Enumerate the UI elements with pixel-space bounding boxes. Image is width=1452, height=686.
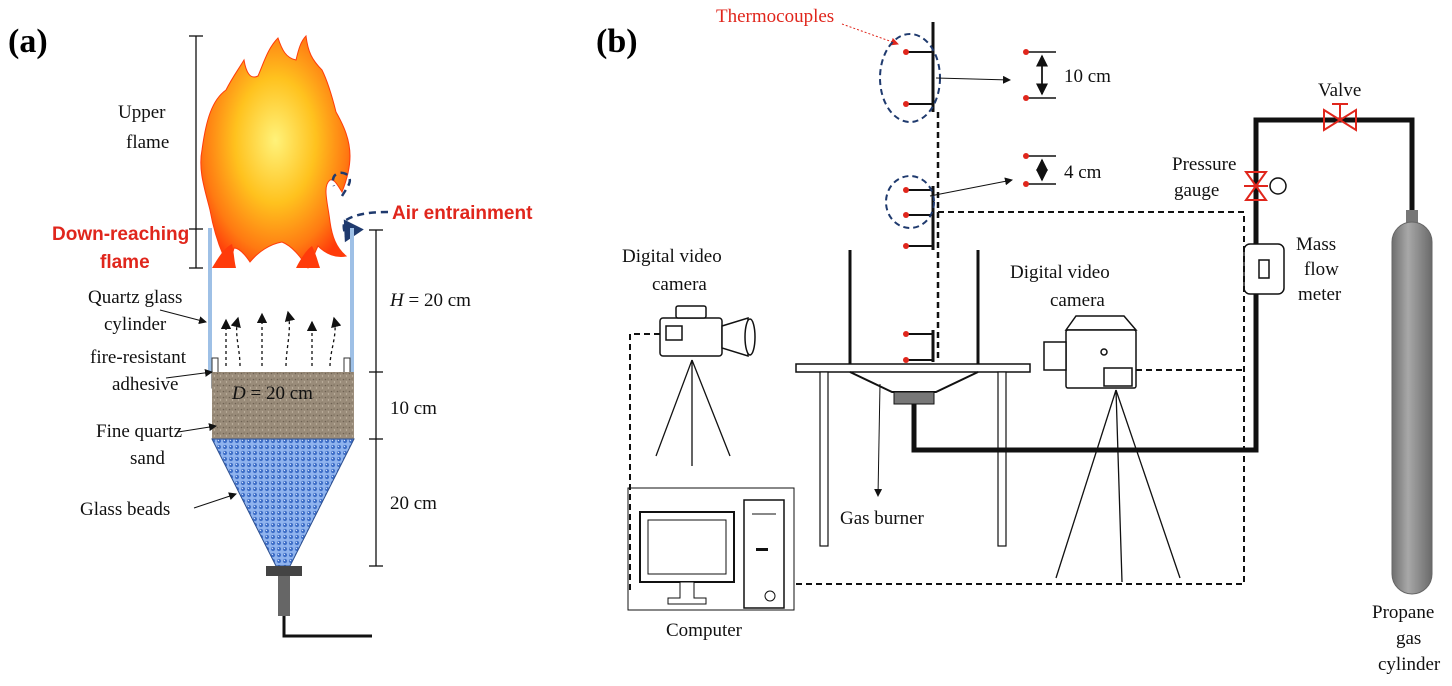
glass-beads-cone	[211, 438, 355, 567]
valve-icon	[1323, 103, 1357, 132]
thermocouples-pointer	[841, 23, 899, 46]
gas-burner-pointer	[874, 383, 883, 497]
fine-sand-label-2: sand	[130, 448, 165, 469]
cone-pipe	[278, 576, 290, 616]
right-camera-tripod	[1055, 389, 1181, 583]
mass-flow-label-1: Mass	[1296, 234, 1336, 255]
glass-beads-pointer	[193, 492, 237, 509]
computer-label: Computer	[666, 620, 743, 641]
callout-pointer-large	[935, 75, 1011, 84]
adhesive-pointer	[165, 368, 213, 379]
table-leg-left	[819, 371, 829, 547]
flame-tongue-right	[296, 246, 320, 268]
table-leg-right	[997, 371, 1007, 547]
air-entrainment-arrow-upper	[331, 171, 352, 197]
thermocouple-callout-large	[879, 33, 941, 123]
down-reaching-label-1: Down-reaching	[52, 224, 189, 245]
flame-shape	[200, 34, 351, 269]
camera-left-label-1: Digital video	[622, 246, 722, 267]
glass-beads-label: Glass beads	[80, 499, 170, 520]
fine-sand-pointer	[177, 423, 217, 433]
inset-tip-4	[1023, 181, 1029, 187]
thermocouple-probes	[906, 51, 933, 361]
glass-wall-left	[208, 228, 212, 372]
flame-tongue-left	[212, 244, 236, 268]
adhesive-label-1: fire-resistant	[90, 347, 187, 368]
propane-label-3: cylinder	[1378, 654, 1441, 675]
panel-b-tag: (b)	[596, 23, 638, 60]
mass-flow-meter-window	[1258, 259, 1270, 279]
upper-flame-label-2: flame	[126, 132, 169, 153]
height-dim-label: H = 20 cm	[389, 290, 471, 311]
mass-flow-label-3: meter	[1298, 284, 1342, 305]
inset-tip-2	[1023, 95, 1029, 101]
thermocouple-callout-small	[885, 175, 935, 229]
propane-label-2: gas	[1396, 628, 1421, 649]
gas-burner-label: Gas burner	[840, 508, 925, 529]
quartz-glass-label-2: cylinder	[104, 314, 167, 335]
spacing-inset-large	[1026, 51, 1056, 99]
computer-stand	[667, 581, 707, 605]
panel-a-tag: (a)	[8, 23, 48, 60]
pressure-gauge-valve-icon	[1244, 171, 1268, 201]
pressure-gauge-label-1: Pressure	[1172, 154, 1236, 175]
pressure-gauge-label-2: gauge	[1174, 180, 1219, 201]
mass-flow-label-2: flow	[1304, 259, 1339, 280]
sand-diameter-label: D = 20 cm	[231, 383, 313, 404]
spacing-small-label: 4 cm	[1064, 162, 1102, 183]
flow-arrows	[220, 310, 342, 367]
quartz-glass-pointer	[159, 309, 207, 325]
burner-nozzle	[893, 391, 935, 405]
tower-power	[764, 590, 776, 602]
tower-button	[756, 548, 768, 551]
left-camera-icon	[659, 305, 756, 358]
thermocouple-tips	[903, 49, 909, 363]
camera-right-label-1: Digital video	[1010, 262, 1110, 283]
cone-dim-label: 20 cm	[390, 493, 437, 514]
right-camera-icon	[1043, 315, 1138, 389]
valve-label: Valve	[1318, 80, 1361, 101]
propane-label-1: Propane	[1372, 602, 1434, 623]
camera-left-label-2: camera	[652, 274, 707, 295]
spacing-inset-small	[1026, 155, 1056, 185]
callout-pointer-small	[929, 177, 1013, 197]
computer-tower	[743, 499, 785, 609]
feed-line	[282, 616, 372, 638]
cone-outlet	[266, 566, 302, 576]
quartz-glass-label-1: Quartz glass	[88, 287, 182, 308]
sand-dim-label: 10 cm	[390, 398, 437, 419]
glass-wall-right	[350, 228, 354, 372]
air-entrainment-arrow	[342, 210, 389, 243]
quartz-sand-layer	[212, 372, 354, 439]
spacing-large-label: 10 cm	[1064, 66, 1111, 87]
air-entrainment-label: Air entrainment	[392, 203, 533, 224]
inset-tip-1	[1023, 49, 1029, 55]
adhesive-label-2: adhesive	[112, 374, 178, 395]
camera-right-label-2: camera	[1050, 290, 1105, 311]
propane-cylinder	[1391, 221, 1433, 595]
inset-tip-3	[1023, 153, 1029, 159]
fine-sand-label-1: Fine quartz	[96, 421, 182, 442]
down-reaching-label-2: flame	[100, 252, 150, 273]
left-camera-tripod	[655, 359, 731, 466]
table-top	[795, 363, 1031, 373]
propane-valve-cap	[1406, 210, 1418, 224]
signal-cables	[629, 211, 1245, 590]
pressure-gauge-dial-icon	[1269, 177, 1287, 195]
upper-flame-label-1: Upper	[118, 102, 166, 123]
computer-screen	[647, 519, 727, 575]
thermocouples-label: Thermocouples	[716, 6, 834, 27]
burner-funnel	[849, 371, 979, 393]
